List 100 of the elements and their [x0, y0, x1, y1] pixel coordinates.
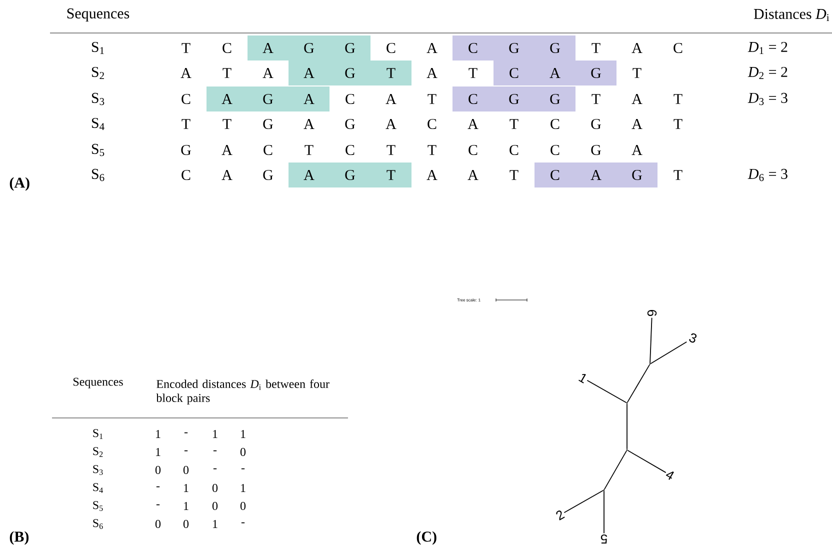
nucleotide-letter: C — [674, 42, 682, 54]
nucleotide-letter: C — [222, 42, 232, 54]
encoded-value: - — [184, 450, 188, 452]
nucleotide-letter: C — [182, 94, 190, 104]
nucleotide-letter: A — [180, 68, 192, 78]
encoded-value: - — [156, 504, 160, 506]
nucleotide-letter: A — [304, 170, 314, 180]
nucleotide-letter: A — [426, 170, 438, 180]
column-header: Sequences — [73, 378, 123, 388]
leaf-label: 5 — [600, 534, 608, 544]
nucleotide-letter: A — [304, 94, 314, 104]
branch-line — [626, 403, 628, 450]
nucleotide-letter: A — [632, 94, 642, 104]
panel-label: (A) — [10, 177, 30, 191]
nucleotide-letter: A — [426, 68, 438, 78]
encoded-value: - — [213, 468, 217, 470]
encoded-value: 0 — [155, 520, 161, 528]
nucleotide-letter: C — [468, 94, 478, 104]
nucleotide-letter: G — [263, 118, 273, 130]
branch-line — [626, 364, 650, 403]
nucleotide-letter: A — [304, 119, 314, 129]
leaf-label: 1 — [578, 374, 586, 384]
nucleotide-letter: G — [591, 68, 601, 78]
nucleotide-letter: C — [550, 144, 560, 156]
nucleotide-letter: T — [468, 68, 478, 78]
nucleotide-letter: T — [182, 119, 190, 129]
sequence-label: S$_{3}$ — [93, 465, 103, 475]
encoded-value: 1 — [241, 484, 246, 492]
leaf-label: 3 — [689, 333, 697, 343]
sequence-label: S$_{4}$ — [92, 118, 104, 130]
branch-line — [627, 450, 666, 474]
sequence-label: S$_{1}$ — [93, 429, 103, 439]
nucleotide-letter: A — [262, 43, 274, 53]
encoded-value: 0 — [183, 520, 189, 528]
nucleotide-letter: A — [468, 170, 478, 180]
nucleotide-letter: G — [509, 42, 519, 54]
nucleotide-letter: G — [509, 94, 519, 104]
nucleotide-letter: A — [468, 119, 478, 129]
panel-label: (B) — [10, 531, 29, 545]
encoded-value: 0 — [183, 466, 189, 474]
nucleotide-letter: T — [386, 170, 396, 180]
nucleotide-letter: A — [426, 43, 438, 53]
nucleotide-letter: T — [592, 94, 600, 104]
nucleotide-letter: T — [428, 145, 436, 155]
nucleotide-letter: T — [592, 43, 600, 53]
nucleotide-letter: G — [591, 144, 601, 156]
encoded-value: - — [241, 468, 245, 470]
column-header: Encoded distances D$_{i}$ between four block pairs — [156, 379, 330, 404]
encoded-value: 1 — [241, 430, 246, 438]
encoded-value: 0 — [212, 484, 218, 492]
nucleotide-letter: G — [591, 118, 601, 130]
nucleotide-letter: A — [550, 68, 560, 78]
encoded-value: 1 — [184, 502, 188, 510]
encoded-value: - — [156, 486, 160, 488]
nucleotide-letter: G — [550, 94, 560, 104]
sequence-label: S$_{5}$ — [92, 144, 104, 156]
branch-line — [586, 380, 627, 404]
distance-label: D$_{1}$ = 2 — [748, 42, 788, 54]
column-header: Sequences — [67, 8, 130, 22]
nucleotide-letter: A — [590, 170, 602, 180]
nucleotide-letter: G — [345, 170, 355, 180]
nucleotide-letter: G — [345, 42, 355, 54]
nucleotide-letter: C — [550, 170, 560, 180]
leaf-label: 6 — [647, 310, 657, 316]
nucleotide-letter: G — [181, 144, 191, 156]
nucleotide-letter: C — [182, 170, 190, 180]
nucleotide-letter: G — [550, 42, 560, 54]
nucleotide-letter: T — [632, 68, 642, 78]
nucleotide-letter: C — [510, 68, 518, 78]
nucleotide-letter: A — [632, 145, 642, 155]
nucleotide-letter: G — [263, 170, 273, 180]
nucleotide-letter: C — [346, 144, 354, 156]
encoded-value: 0 — [212, 502, 218, 510]
nucleotide-letter: T — [222, 119, 232, 129]
sequence-label: S$_{6}$ — [93, 519, 103, 529]
encoded-value: 1 — [156, 448, 160, 456]
nucleotide-letter: T — [386, 145, 396, 155]
encoded-value: - — [184, 432, 188, 434]
encoded-value: 0 — [240, 448, 246, 456]
nucleotide-letter: C — [428, 118, 436, 130]
encoded-value: - — [213, 450, 217, 452]
branch-line — [650, 341, 688, 364]
nucleotide-letter: G — [345, 118, 355, 130]
distance-label: D$_{6}$ = 3 — [748, 168, 788, 182]
branch-line — [564, 490, 604, 514]
distance-label: D$_{2}$ = 2 — [748, 66, 788, 80]
nucleotide-letter: G — [632, 170, 642, 180]
nucleotide-letter: C — [468, 144, 478, 156]
nucleotide-letter: C — [346, 94, 354, 104]
nucleotide-letter: T — [304, 145, 314, 155]
nucleotide-letter: C — [386, 42, 396, 54]
nucleotide-letter: C — [468, 42, 478, 54]
nucleotide-letter: A — [262, 68, 274, 78]
nucleotide-letter: A — [386, 119, 396, 129]
sequence-label: S$_{5}$ — [93, 501, 103, 511]
distance-label: D$_{3}$ = 3 — [748, 92, 788, 106]
column-header: Distances D$_{i}$ — [754, 8, 830, 22]
branch-line — [650, 317, 652, 364]
encoded-value: 1 — [156, 430, 160, 438]
sequence-label: S$_{4}$ — [93, 483, 103, 493]
